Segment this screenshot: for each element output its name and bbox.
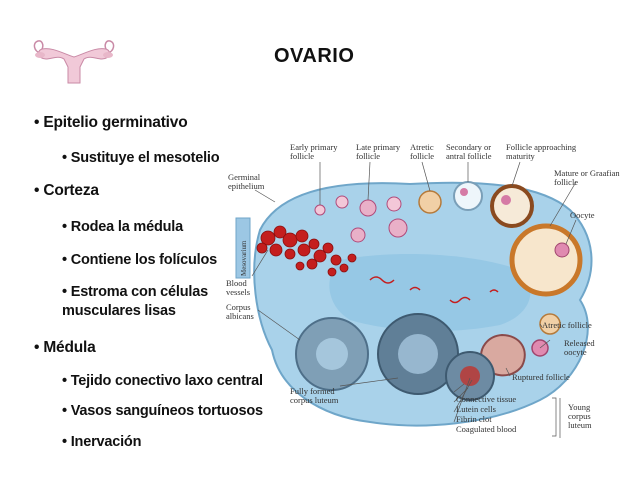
label-released: Released xyxy=(564,338,595,348)
bullet-vasos: • Vasos sanguíneos tortuosos xyxy=(62,403,263,419)
bullet-sustituye-text: Sustituye el mesotelio xyxy=(70,150,220,166)
label-atretic-follicle: Atretic follicle xyxy=(542,320,592,330)
bullet-estroma: • Estroma con células musculares lisas xyxy=(62,284,208,319)
bullet-inervacion-text: Inervación xyxy=(70,434,142,450)
bullet-contiene-text: Contiene los folículos xyxy=(70,252,217,268)
label-young-2: corpus xyxy=(568,411,591,421)
label-secondary-2: antral follicle xyxy=(446,151,492,161)
graafian-oocyte xyxy=(554,242,570,258)
label-atretic: Atretic xyxy=(410,142,434,152)
label-germinal: Germinal xyxy=(228,172,261,182)
approaching-oocyte xyxy=(501,195,511,205)
label-mesovarium: Mesovarium xyxy=(240,240,248,276)
label-blood: Blood xyxy=(226,278,248,288)
uterus-logo-icon xyxy=(33,40,115,84)
bullet-rodea: • Rodea la médula xyxy=(62,219,183,235)
label-atretic-2: follicle xyxy=(410,151,434,161)
label-coagulated: Coagulated blood xyxy=(456,424,517,434)
label-young-3: luteum xyxy=(568,420,592,430)
bullet-medula: • Médula xyxy=(34,339,96,356)
secondary-oocyte xyxy=(460,188,468,196)
label-blood-2: vessels xyxy=(226,287,250,297)
leader-lines xyxy=(251,161,577,438)
blood-vessels xyxy=(256,225,357,277)
graafian-follicle xyxy=(509,223,583,297)
label-mature: Mature or Graafian xyxy=(554,168,620,178)
medulla-region xyxy=(329,254,531,332)
bullet-corteza: • Corteza xyxy=(34,182,99,199)
label-approaching: Follicle approaching xyxy=(506,142,577,152)
mesovarium xyxy=(235,217,251,279)
label-oocyte: Oocyte xyxy=(570,210,595,220)
bullet-contiene: • Contiene los folículos xyxy=(62,252,217,268)
ovary-diagram: Early primary follicle Late primary foll… xyxy=(226,142,620,438)
bullet-tejido: • Tejido conectivo laxo central xyxy=(62,373,263,389)
bullet-corteza-text: Corteza xyxy=(43,182,99,199)
label-corpus-albicans-2: albicans xyxy=(226,311,254,321)
secondary-follicle xyxy=(453,181,483,211)
label-young: Young xyxy=(568,402,591,412)
label-late-primary-2: follicle xyxy=(356,151,380,161)
label-late-primary: Late primary xyxy=(356,142,401,152)
bullet-estroma-text: Estroma con células musculares lisas xyxy=(62,284,208,319)
bullet-vasos-text: Vasos sanguíneos tortuosos xyxy=(70,403,263,419)
label-approaching-2: maturity xyxy=(506,151,536,161)
label-released-2: oocyte xyxy=(564,347,587,357)
label-fibrin: Fibrin clot xyxy=(456,414,492,424)
bullet-tejido-text: Tejido conectivo laxo central xyxy=(70,373,263,389)
label-fully-formed-2: corpus luteum xyxy=(290,395,339,405)
blood-vessels-small xyxy=(369,276,499,304)
label-germinal-2: epithelium xyxy=(228,181,265,191)
bullet-epitelio: • Epitelio germinativo xyxy=(34,114,188,131)
bullet-medula-text: Médula xyxy=(43,339,96,356)
label-ruptured: Ruptured follicle xyxy=(512,372,570,382)
label-early-primary: Early primary xyxy=(290,142,338,152)
approaching-follicle xyxy=(490,184,534,228)
slide-title: OVARIO xyxy=(274,45,355,67)
label-secondary: Secondary or xyxy=(446,142,491,152)
label-fully-formed: Fully formed xyxy=(290,386,335,396)
bullet-rodea-text: Rodea la médula xyxy=(70,219,183,235)
label-connective: Connective tissue xyxy=(456,394,516,404)
label-early-primary-2: follicle xyxy=(290,151,314,161)
bullet-epitelio-text: Epitelio germinativo xyxy=(43,114,188,131)
label-corpus-albicans: Corpus xyxy=(226,302,251,312)
bullet-inervacion: • Inervación xyxy=(62,434,142,450)
atretic-follicle-top xyxy=(418,190,442,214)
label-mature-2: follicle xyxy=(554,177,578,187)
primary-follicles xyxy=(314,195,408,243)
bullet-sustituye: • Sustituye el mesotelio xyxy=(62,150,220,166)
label-lutein: Lutein cells xyxy=(456,404,496,414)
